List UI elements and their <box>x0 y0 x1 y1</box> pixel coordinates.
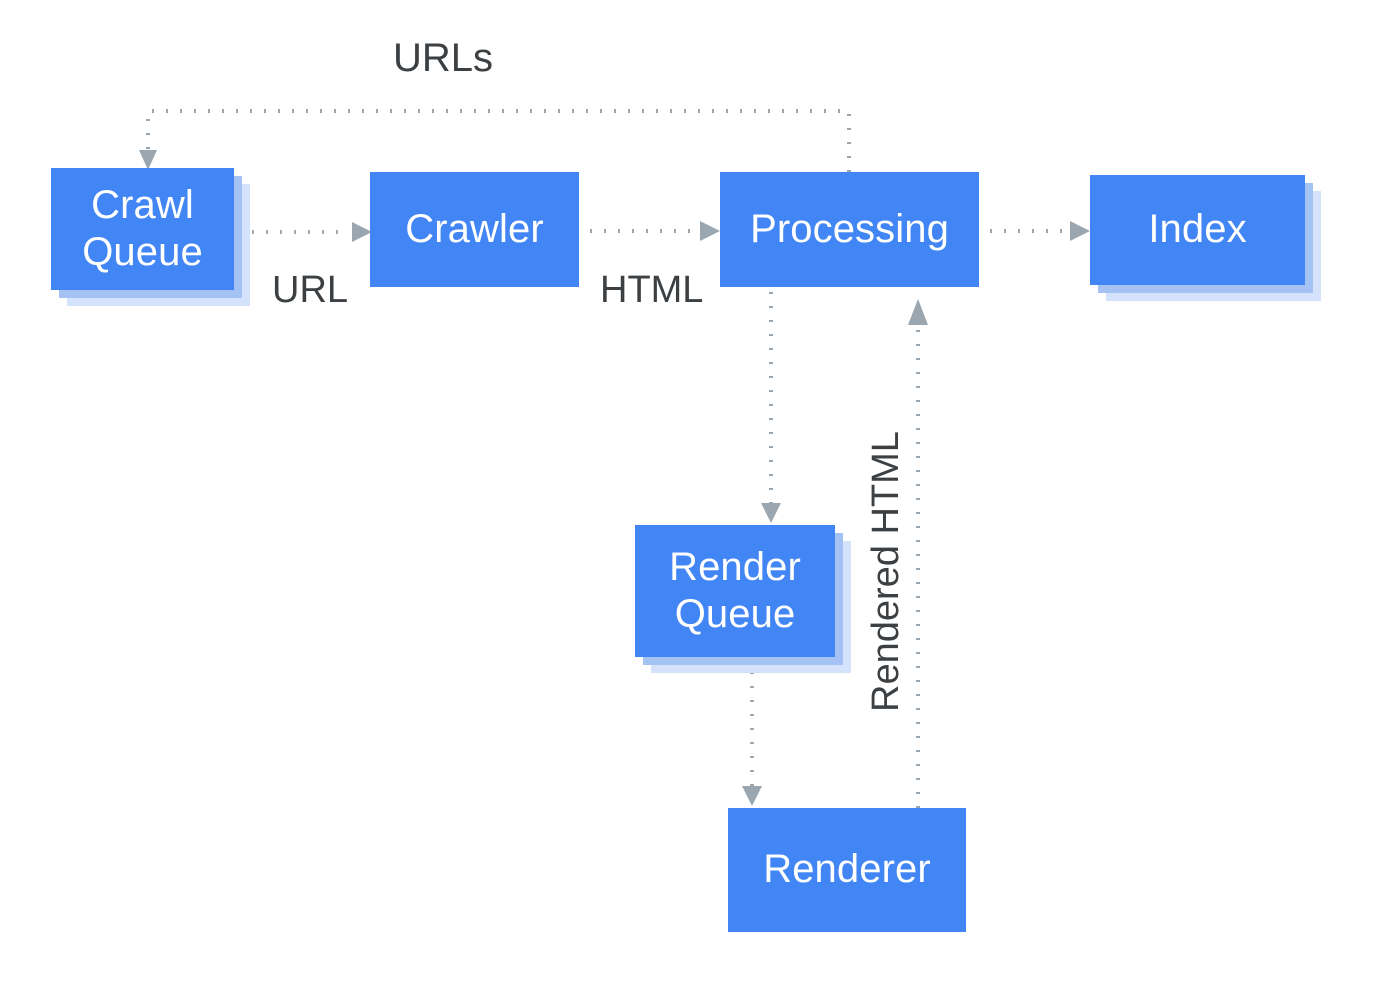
render-queue-face: Render Queue <box>635 525 835 657</box>
node-crawler[interactable]: Crawler <box>370 172 579 287</box>
node-crawl-queue[interactable]: Crawl Queue <box>51 168 250 306</box>
edge-label-url: URL <box>272 269 349 311</box>
processing-label: Processing <box>750 206 949 251</box>
render-queue-label: Render Queue <box>669 544 801 636</box>
crawl-queue-face: Crawl Queue <box>51 168 234 290</box>
crawler-face: Crawler <box>370 172 579 287</box>
edge-label-rendered-html: Rendered HTML <box>865 431 907 712</box>
node-renderer[interactable]: Renderer <box>728 808 966 932</box>
edge-renderer-to-processing <box>908 299 928 808</box>
edge-label-urls: URLs <box>393 36 494 80</box>
edge-label-html: HTML <box>600 269 704 311</box>
crawler-label: Crawler <box>405 206 544 251</box>
node-processing[interactable]: Processing <box>720 172 979 287</box>
edge-render-queue-to-renderer <box>742 672 762 806</box>
edge-crawl-queue-to-crawler <box>252 222 372 242</box>
node-render-queue[interactable]: Render Queue <box>635 525 851 673</box>
processing-face: Processing <box>720 172 979 287</box>
edge-processing-to-render-queue <box>761 292 781 523</box>
crawl-queue-label: Crawl Queue <box>82 182 203 274</box>
renderer-face: Renderer <box>728 808 966 932</box>
edge-processing-to-crawl-queue <box>139 109 851 172</box>
renderer-label: Renderer <box>763 847 931 892</box>
index-face: Index <box>1090 175 1305 285</box>
node-index[interactable]: Index <box>1090 175 1321 301</box>
edge-processing-to-index <box>990 221 1090 241</box>
index-label: Index <box>1148 207 1247 252</box>
edge-crawler-to-processing <box>590 221 720 241</box>
